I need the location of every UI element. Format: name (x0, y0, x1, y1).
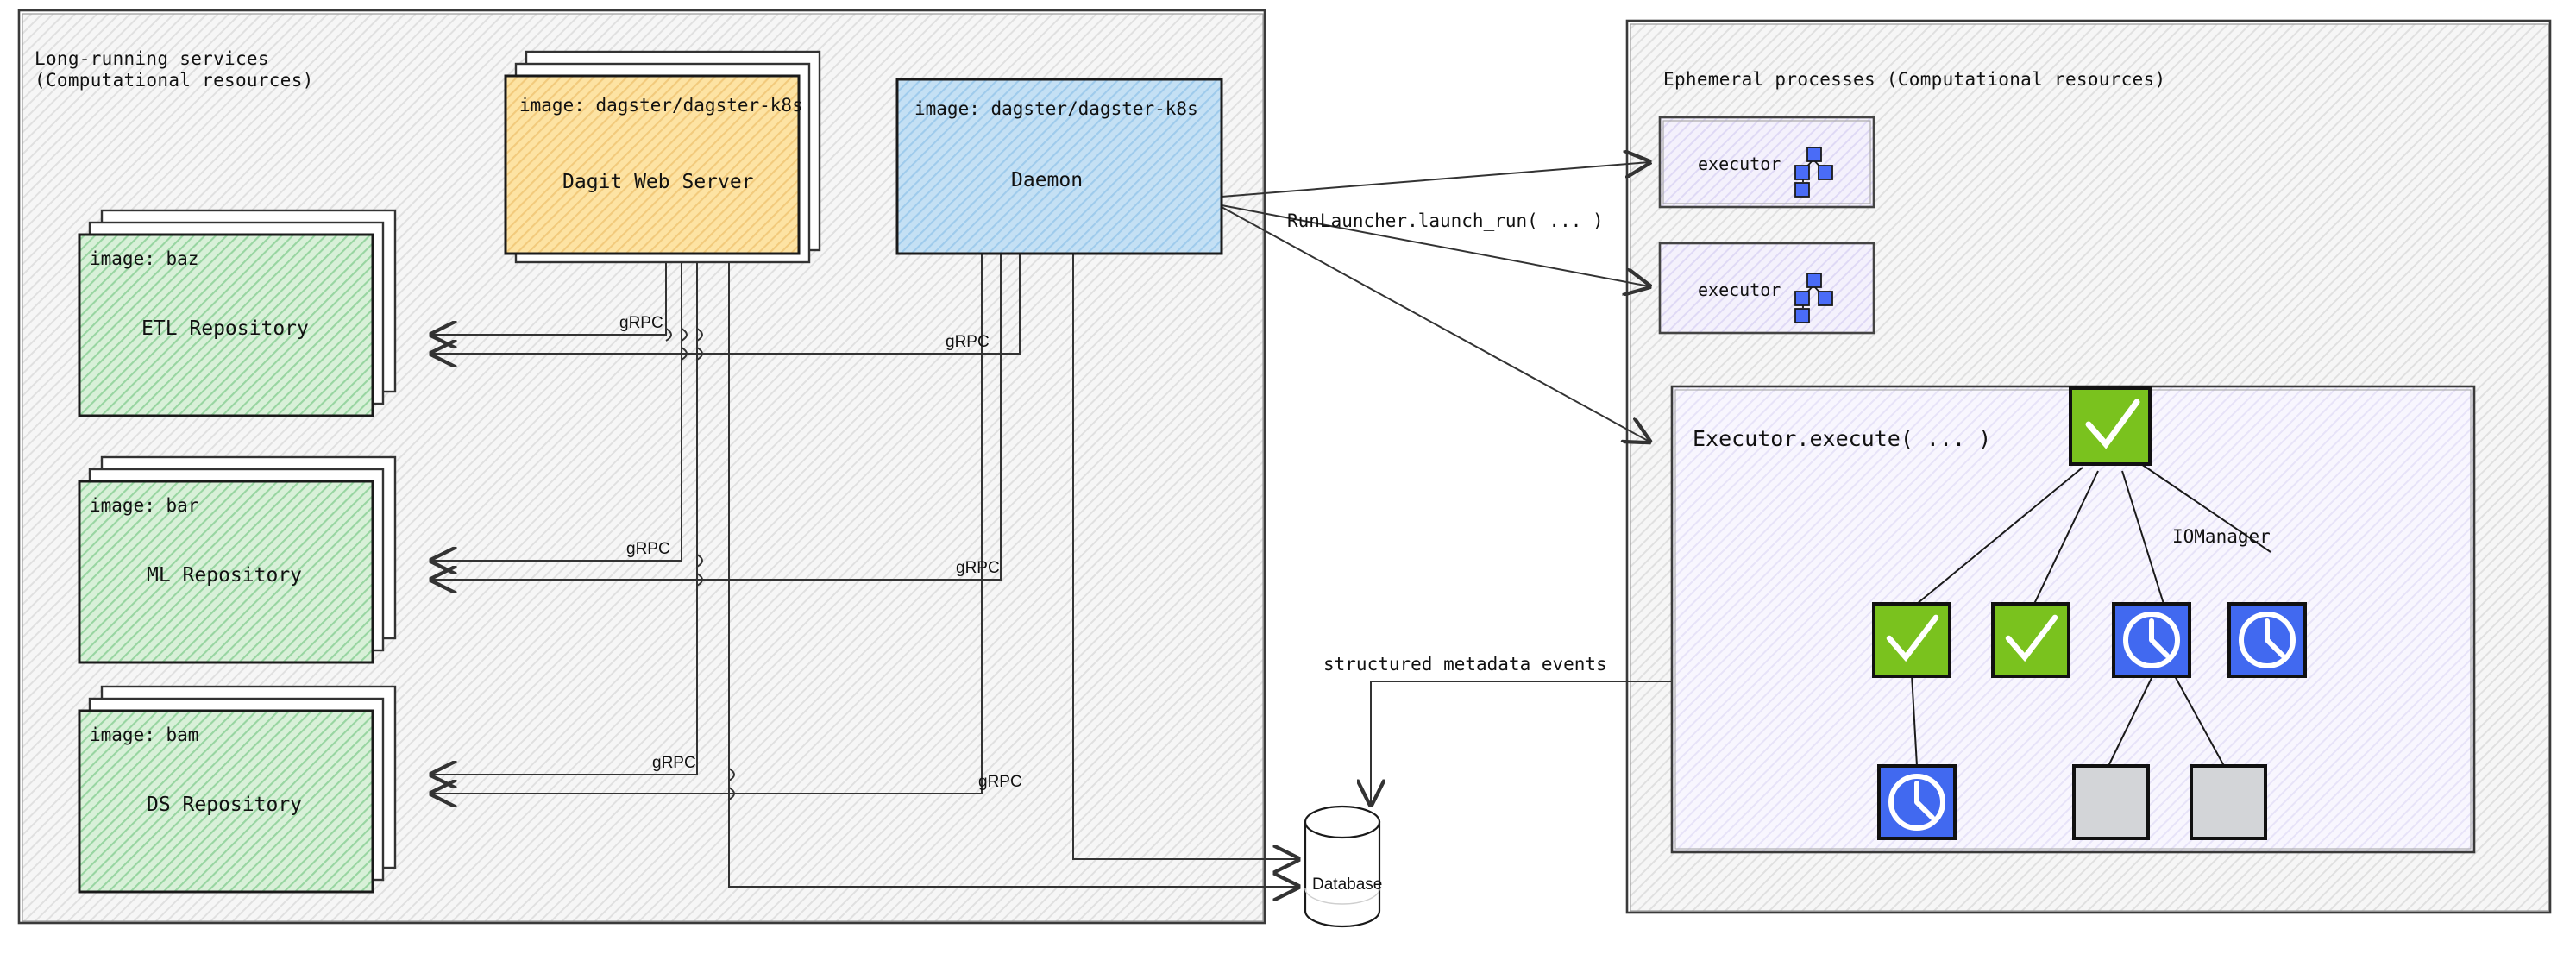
repo-card-ds[interactable] (78, 685, 397, 894)
grpc-label-5: gRPC (652, 754, 696, 772)
dag-edge-c-f (2108, 674, 2154, 767)
edge-daemon-executor-1 (1221, 162, 1649, 198)
edge-daemon-etl (431, 254, 1021, 354)
step-node-c[interactable] (2112, 602, 2191, 678)
dag-edge-root-b (2033, 470, 2099, 605)
left-panel-title-line1: Long-running services (35, 48, 269, 69)
clock-icon (1888, 774, 1945, 831)
step-node-f[interactable] (2072, 764, 2150, 840)
grpc-label-3: gRPC (626, 540, 670, 558)
edge-dagit-etl (431, 254, 667, 335)
dag-edges (1911, 463, 2271, 767)
grpc-label-1: gRPC (619, 314, 663, 332)
dag-edge-root-c (2121, 470, 2164, 605)
edge-daemon-executor-2 (1221, 204, 1649, 286)
step-node-e[interactable] (1877, 764, 1957, 840)
step-node-a[interactable] (1872, 602, 1951, 678)
clock-icon (2123, 612, 2180, 668)
edge-dagit-ds (431, 254, 698, 775)
dag-icon (1794, 273, 1833, 323)
service-card-daemon[interactable] (895, 78, 1223, 255)
grpc-label-4: gRPC (956, 559, 1000, 577)
step-node-d[interactable] (2227, 602, 2307, 678)
check-icon (1886, 614, 1939, 662)
step-node-g[interactable] (2190, 764, 2267, 840)
edge-dagit-ml (431, 254, 682, 561)
repo-card-etl[interactable] (78, 209, 397, 417)
executor-box-2[interactable] (1658, 242, 1875, 335)
dag-edge-root-d (2140, 463, 2271, 553)
edge-dagit-database (728, 254, 1298, 887)
grpc-label-6: gRPC (978, 773, 1022, 791)
dag-edge-c-g (2173, 674, 2225, 767)
dag-edge-a-e (1911, 674, 1918, 767)
edge-daemon-execute-panel (1221, 206, 1649, 442)
service-card-dagit[interactable] (504, 50, 821, 264)
edge-daemon-ds (431, 254, 983, 794)
right-panel-title: Ephemeral processes (Computational resou… (1663, 69, 2166, 90)
step-node-b[interactable] (1991, 602, 2070, 678)
database-cylinder[interactable] (1304, 805, 1381, 928)
grpc-label-2: gRPC (946, 333, 990, 351)
check-icon (2005, 614, 2058, 662)
step-node-root[interactable] (2069, 386, 2152, 466)
left-panel-title-line2: (Computational resources) (35, 70, 314, 91)
dag-edge-root-a (1916, 467, 2083, 605)
clock-icon (2239, 612, 2296, 668)
check-icon (2085, 399, 2140, 449)
edge-metadata-events (1371, 681, 1672, 805)
edge-daemon-ml (431, 254, 1002, 580)
repo-card-ml[interactable] (78, 455, 397, 664)
metadata-events-label: structured metadata events (1323, 654, 1607, 675)
executor-box-1[interactable] (1658, 116, 1875, 209)
run-launcher-label: RunLauncher.launch_run( ... ) (1287, 210, 1604, 231)
dag-icon (1794, 147, 1833, 198)
edge-daemon-database (1072, 254, 1298, 859)
